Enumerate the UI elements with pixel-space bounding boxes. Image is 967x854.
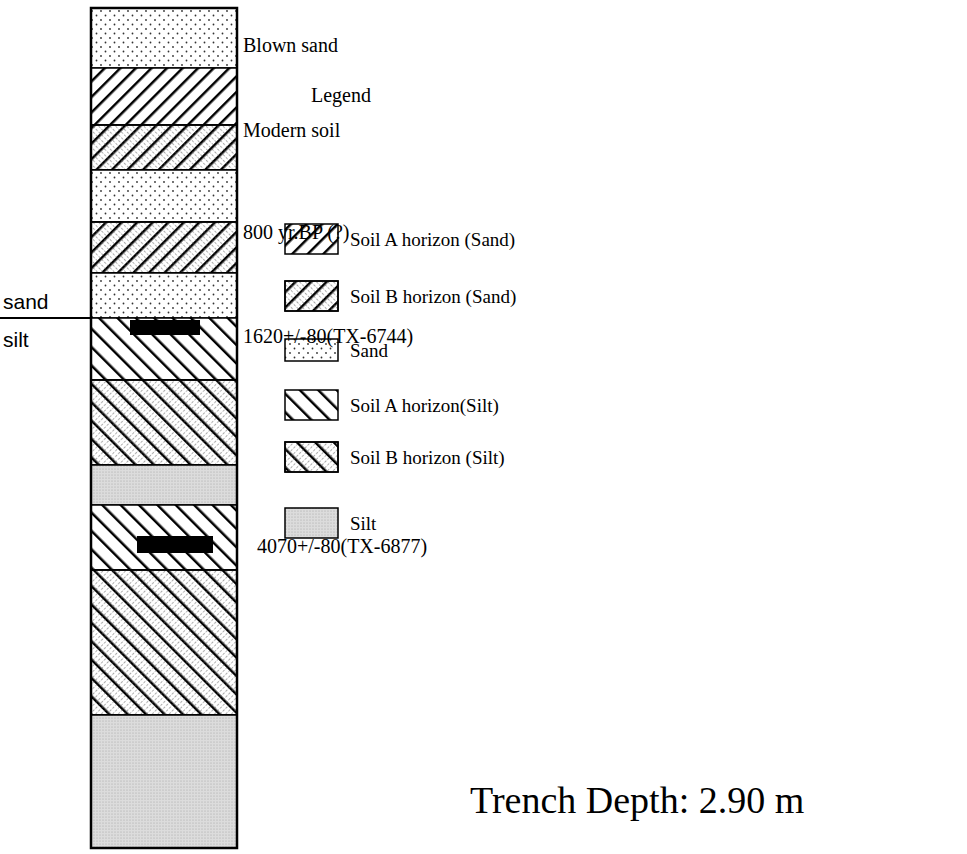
legend-text: Silt (350, 514, 376, 533)
legend-text: Soil B horizon (Silt) (350, 448, 505, 467)
legend-text: Soil B horizon (Sand) (350, 287, 516, 306)
date-label: 4070+/-80(TX-6877) (257, 536, 427, 556)
legend-text: Sand (350, 341, 388, 360)
depth-note: Trench Depth: 2.90 m (470, 781, 804, 819)
legend-title: Legend (311, 85, 371, 105)
legend-text: Soil A horizon (Sand) (350, 230, 515, 249)
layer-label: Blown sand (243, 35, 338, 55)
legend-text: Soil A horizon(Silt) (350, 396, 499, 415)
date-label: 800 yr.BP (?) (243, 222, 349, 242)
unit-label: sand (3, 291, 49, 312)
layer-label: Modern soil (243, 120, 340, 140)
unit-label: silt (3, 329, 29, 350)
